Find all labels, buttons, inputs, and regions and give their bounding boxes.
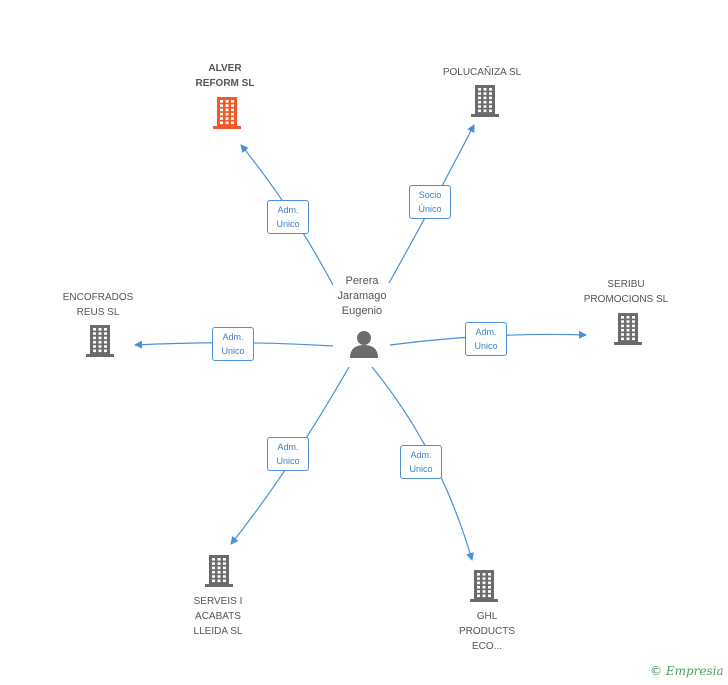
building-icon-seribu: [614, 313, 642, 345]
company-label-polucaniza[interactable]: POLUCAÑIZA SL: [442, 67, 522, 78]
edge-label-polucaniza: Socio Único: [409, 185, 451, 219]
company-label-ghl[interactable]: GHL PRODUCTS ECO...: [458, 611, 516, 652]
edge-label-encofrados: Adm. Unico: [212, 327, 254, 361]
building-icon-alver: [213, 97, 241, 129]
edge-label-serveis: Adm. Unico: [267, 437, 309, 471]
copyright-symbol: ©: [650, 664, 662, 678]
building-icon-encofrados: [86, 325, 114, 357]
company-label-alver[interactable]: ALVER REFORM SL: [195, 63, 255, 89]
person-icon: [350, 331, 378, 358]
company-label-encofrados[interactable]: ENCOFRADOS REUS SL: [62, 292, 134, 318]
company-label-seribu[interactable]: SERIBU PROMOCIONS SL: [583, 279, 669, 305]
building-icon-ghl: [470, 570, 498, 602]
brand-watermark: © Empresia: [650, 664, 724, 678]
edge-label-alver: Adm. Unico: [267, 200, 309, 234]
building-icon-serveis: [205, 555, 233, 587]
building-icon-polucaniza: [471, 85, 499, 117]
brand-name: Empresia: [665, 664, 724, 678]
center-person-name[interactable]: Perera Jaramago Eugenio: [337, 275, 387, 317]
edge-label-seribu: Adm. Unico: [465, 322, 507, 356]
edge-label-ghl: Adm. Unico: [400, 445, 442, 479]
company-label-serveis[interactable]: SERVEIS I ACABATS LLEIDA SL: [193, 596, 243, 637]
